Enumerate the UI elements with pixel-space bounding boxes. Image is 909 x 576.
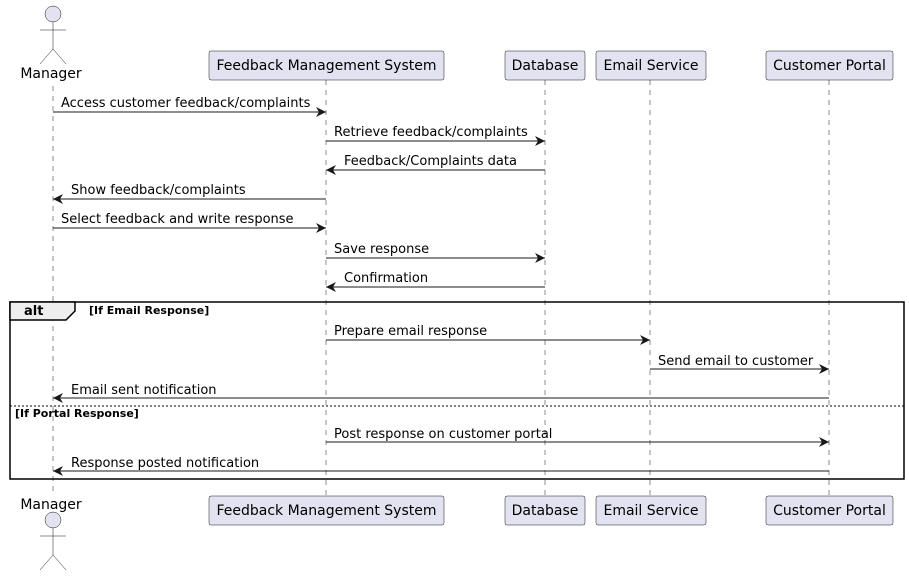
message-label: Confirmation — [344, 271, 428, 286]
message-label: Email sent notification — [71, 383, 217, 398]
message: Access customer feedback/complaints — [53, 96, 326, 117]
message-label: Send email to customer — [658, 354, 814, 369]
message: Select feedback and write response — [53, 212, 326, 233]
alt-frame: alt [If Email Response] [If Portal Respo… — [9, 301, 905, 480]
participant-label: Feedback Management System — [216, 58, 436, 74]
participant-label: Customer Portal — [773, 58, 886, 74]
message-label: Post response on customer portal — [334, 427, 552, 442]
participant-fms-top: Feedback Management System — [208, 50, 445, 81]
actor-manager-bottom: Manager — [20, 497, 82, 571]
participant-portal-top: Customer Portal — [765, 50, 894, 81]
alt-guard-portal: [If Portal Response] — [15, 407, 139, 420]
alt-guard-email: [If Email Response] — [89, 304, 209, 317]
message: Send email to customer — [650, 354, 829, 374]
message: Prepare email response — [326, 324, 650, 345]
participant-label: Email Service — [603, 58, 698, 74]
participant-label: Email Service — [603, 503, 698, 519]
message-label: Access customer feedback/complaints — [61, 96, 311, 111]
actor-label: Manager — [20, 66, 82, 82]
message: Confirmation — [326, 271, 545, 292]
message-label: Prepare email response — [334, 324, 487, 339]
participant-label: Database — [512, 58, 579, 74]
alt-keyword: alt — [24, 304, 43, 319]
message: Save response — [326, 242, 545, 263]
message: Post response on customer portal — [326, 427, 829, 447]
message-label: Retrieve feedback/complaints — [334, 125, 528, 140]
participant-email-top: Email Service — [595, 50, 707, 81]
message-label: Select feedback and write response — [61, 212, 294, 227]
participant-db-top: Database — [504, 50, 586, 81]
participant-db-bottom: Database — [504, 495, 586, 526]
message: Show feedback/complaints — [53, 183, 326, 204]
participant-fms-bottom: Feedback Management System — [208, 495, 445, 526]
message: Retrieve feedback/complaints — [326, 125, 545, 146]
message: Email sent notification — [53, 383, 829, 403]
message: Response posted notification — [53, 456, 829, 476]
message: Feedback/Complaints data — [326, 154, 545, 175]
message-label: Save response — [334, 242, 429, 257]
participant-email-bottom: Email Service — [595, 495, 707, 526]
message-label: Show feedback/complaints — [71, 183, 246, 198]
actor-head-icon — [44, 511, 62, 529]
actor-label: Manager — [20, 497, 82, 513]
participant-label: Customer Portal — [773, 503, 886, 519]
actor-head-icon — [44, 5, 62, 23]
message-label: Feedback/Complaints data — [344, 154, 517, 169]
actor-manager-top: Manager — [20, 5, 82, 82]
participant-label: Feedback Management System — [216, 503, 436, 519]
participant-portal-bottom: Customer Portal — [765, 495, 894, 526]
message-label: Response posted notification — [71, 456, 259, 471]
participant-label: Database — [512, 503, 579, 519]
